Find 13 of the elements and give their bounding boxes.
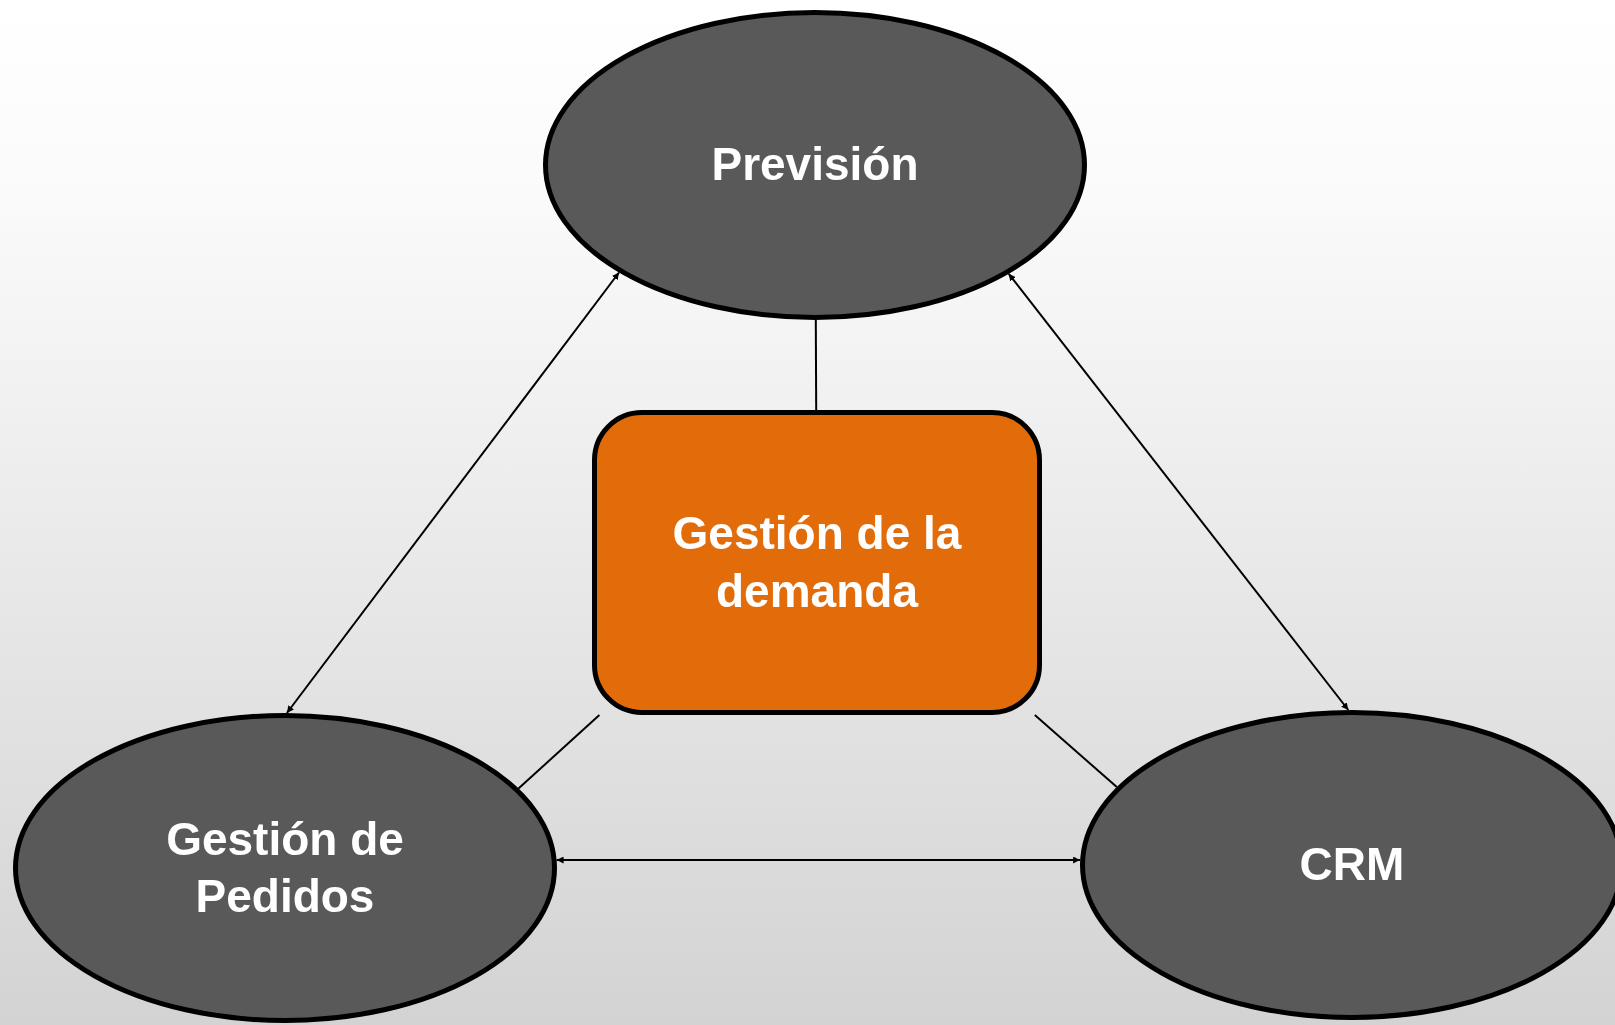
process-ellipse — [543, 10, 1087, 320]
process-ellipse — [13, 713, 557, 1023]
arrow — [555, 856, 1082, 864]
connector-line — [1033, 714, 1118, 789]
node-label: Previsión — [710, 137, 920, 193]
central-process-box — [592, 410, 1042, 715]
arrow — [1007, 272, 1350, 711]
connector-line — [814, 319, 818, 411]
arrow — [285, 271, 620, 714]
node-label: Gestión de Pedidos — [165, 811, 405, 924]
connector-line — [517, 714, 601, 790]
node-label: CRM — [1298, 837, 1406, 893]
node-label: Gestión de la demanda — [671, 506, 963, 619]
